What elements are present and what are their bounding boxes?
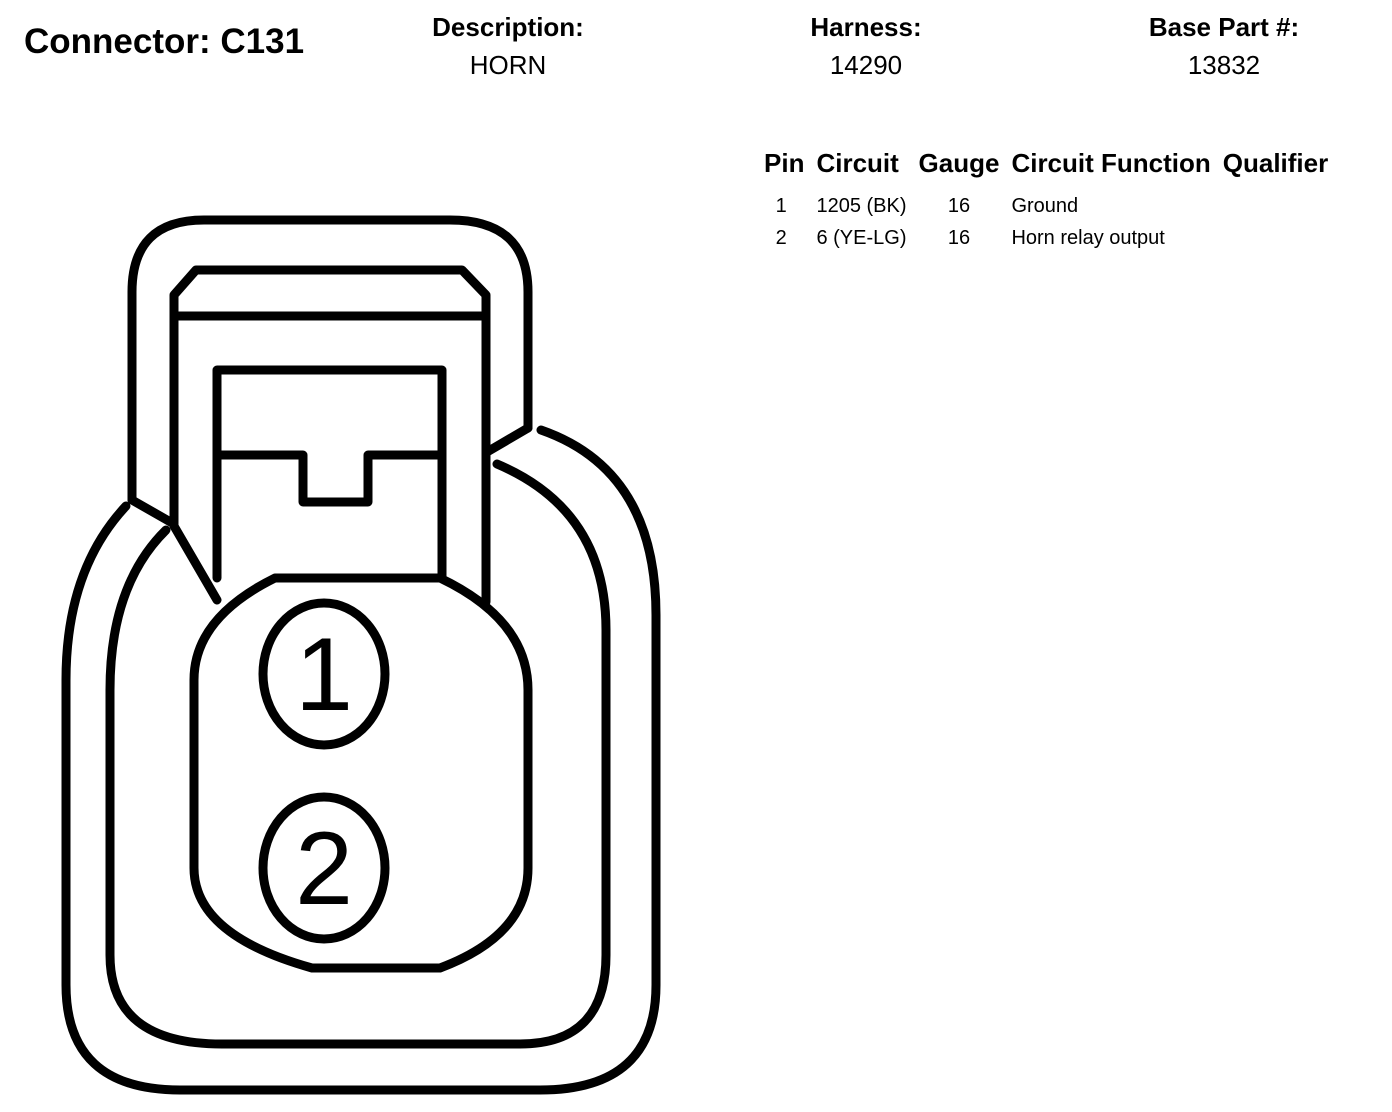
gauge-cell: 16 (947, 195, 971, 217)
column-header-qualifier: Qualifier (1222, 148, 1329, 178)
base-part-label: Base Part #: (1148, 12, 1300, 42)
pin-2-circle (258, 792, 390, 944)
function-cell: Horn relay output (1011, 227, 1165, 249)
gauge-cell: 16 (947, 227, 971, 249)
column-header-gauge: Gauge (918, 148, 1000, 178)
pin-cell: 1 (775, 195, 787, 217)
shroud-link-right (482, 423, 533, 457)
connector-inner-body (105, 459, 611, 1049)
locking-tab (212, 365, 447, 583)
column-header-pin: Pin (764, 148, 805, 178)
pin-table: Pin Circuit Gauge Circuit Function Quali… (764, 146, 1340, 254)
pin-2-label: 2 (295, 811, 353, 927)
pin-1-label: 1 (295, 617, 353, 733)
circuit-cell: 1205 (BK) (816, 195, 907, 217)
description-block: Description: HORN (378, 12, 638, 80)
connector-title: Connector: C131 (24, 22, 305, 61)
shroud-link-left (127, 495, 179, 529)
base-part-value: 13832 (1187, 50, 1261, 80)
pin-cavity-1: 1 (258, 598, 390, 750)
locking-tab-notch (212, 450, 447, 507)
pin-cell: 2 (775, 227, 787, 249)
latch-housing (169, 265, 491, 607)
description-value: HORN (469, 50, 547, 80)
connector-outer-shroud (127, 215, 533, 505)
function-cell: Ground (1011, 195, 1079, 217)
table-row: 1 1205 (BK) 16 Ground (764, 190, 1340, 222)
pin-table-header-row: Pin Circuit Gauge Circuit Function Quali… (764, 146, 1340, 190)
pin-1-circle (258, 598, 390, 750)
column-header-circuit-function: Circuit Function (1011, 148, 1211, 178)
harness-block: Harness: 14290 (736, 12, 996, 80)
column-header-circuit: Circuit (816, 148, 899, 178)
base-part-block: Base Part #: 13832 (1094, 12, 1354, 80)
harness-value: 14290 (829, 50, 903, 80)
pin-cavity-2: 2 (258, 792, 390, 944)
description-label: Description: (432, 12, 584, 42)
circuit-cell: 6 (YE-LG) (816, 227, 907, 249)
table-row: 2 6 (YE-LG) 16 Horn relay output (764, 222, 1340, 254)
harness-label: Harness: (810, 12, 922, 42)
terminal-cavity-block (189, 573, 533, 973)
connector-outer-body (61, 425, 661, 1095)
